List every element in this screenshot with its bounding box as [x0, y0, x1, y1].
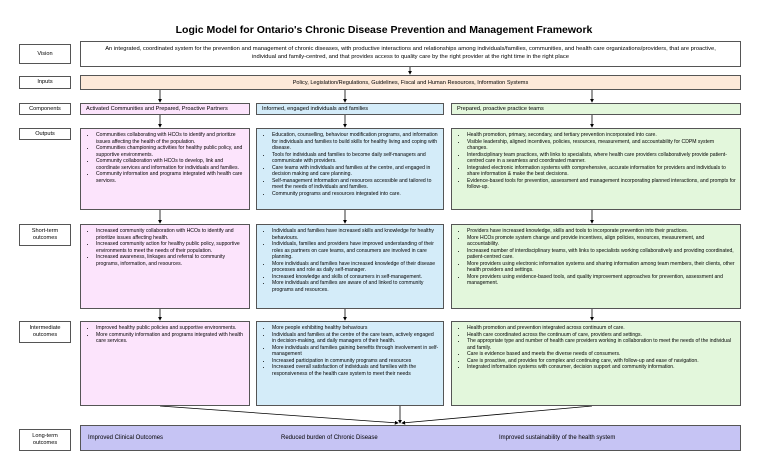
list-item: Education, counselling, behaviour modifi… — [272, 132, 439, 152]
list-item: Health care coordinated across the conti… — [467, 332, 736, 339]
outputs-communities: Communities collaborating with HCOs to i… — [80, 128, 250, 210]
row-label-short-term: Short-term outcomes — [19, 224, 71, 246]
long-term-reduced-burden: Reduced burden of Chronic Disease — [281, 435, 378, 441]
list-item: Evidence-based tools for prevention, ass… — [467, 178, 736, 191]
short-term-individuals: Individuals and families have increased … — [256, 224, 444, 309]
list-item: Integrated information systems with cons… — [467, 364, 736, 371]
intermediate-individuals: More people exhibiting healthy behaviour… — [256, 321, 444, 406]
diagram-title: Logic Model for Ontario's Chronic Diseas… — [175, 24, 593, 36]
component-individuals: Informed, engaged individuals and famili… — [256, 103, 444, 115]
long-term-sustainability: Improved sustainability of the health sy… — [499, 435, 616, 441]
list-item: Community collaboration with HCOs to dev… — [96, 158, 245, 171]
arrow-inter3-lt — [401, 405, 593, 425]
list-item: Health promotion, primary, secondary, an… — [467, 132, 736, 139]
list-item: Increased community action for healthy p… — [96, 241, 245, 254]
list-item: Increased overall satisfaction of indivi… — [272, 364, 439, 377]
list-item: Improved healthy public policies and sup… — [96, 325, 245, 332]
list-item: More providers using evidence-based tool… — [467, 274, 736, 287]
vision-box: An integrated, coordinated system for th… — [80, 41, 741, 67]
list-item: Increased knowledge and skills of consum… — [272, 274, 439, 281]
list-item: Individuals, families and providers have… — [272, 241, 439, 261]
list-item: Individuals and families at the centre o… — [272, 332, 439, 345]
list-item: Providers have increased knowledge, skil… — [467, 228, 736, 235]
list-item: Increased number of interdisciplinary te… — [467, 248, 736, 261]
row-label-inputs: Inputs — [19, 76, 71, 89]
list-item: Individuals and families have increased … — [272, 228, 439, 241]
intermediate-communities: Improved healthy public policies and sup… — [80, 321, 250, 406]
list-item: Visible leadership, aligned incentives, … — [467, 139, 736, 152]
list-item: More individuals and families gaining be… — [272, 345, 439, 358]
row-label-intermediate: Intermediate outcomes — [19, 321, 71, 343]
list-item: Interdisciplinary team practices, with l… — [467, 152, 736, 165]
list-item: Integrated electronic information system… — [467, 165, 736, 178]
long-term-clinical-outcomes: Improved Clinical Outcomes — [88, 435, 164, 441]
list-item: Care is evidence based and meets the div… — [467, 351, 736, 358]
list-item: Care teams with individuals and families… — [272, 165, 439, 178]
list-item: Community programs and resources integra… — [272, 191, 439, 198]
list-item: Increased awareness, linkages and referr… — [96, 254, 245, 267]
row-label-outputs: Outputs — [19, 128, 71, 140]
list-item: Communities collaborating with HCOs to i… — [96, 132, 245, 145]
list-item: More individuals and families are aware … — [272, 280, 439, 293]
list-item: The appropriate type and number of healt… — [467, 338, 736, 351]
long-term-outcomes-box: Improved Clinical Outcomes Reduced burde… — [80, 425, 741, 451]
list-item: More community information and programs … — [96, 332, 245, 345]
row-label-vision: Vision — [19, 44, 71, 64]
component-communities: Activated Communities and Prepared, Proa… — [80, 103, 250, 115]
list-item: Community information and programs integ… — [96, 171, 245, 184]
intermediate-practice-teams: Health promotion and prevention integrat… — [451, 321, 741, 406]
list-item: More individuals and families have incre… — [272, 261, 439, 274]
list-item: Increased participation in community pro… — [272, 358, 439, 365]
list-item: More providers using electronic informat… — [467, 261, 736, 274]
arrow-inter1-lt — [159, 405, 399, 425]
row-label-components: Components — [19, 103, 71, 115]
short-term-practice-teams: Providers have increased knowledge, skil… — [451, 224, 741, 309]
outputs-practice-teams: Health promotion, primary, secondary, an… — [451, 128, 741, 210]
outputs-individuals: Education, counselling, behaviour modifi… — [256, 128, 444, 210]
list-item: Increased community collaboration with H… — [96, 228, 245, 241]
component-practice-teams: Prepared, proactive practice teams — [451, 103, 741, 115]
short-term-communities: Increased community collaboration with H… — [80, 224, 250, 309]
inputs-box: Policy, Legislation/Regulations, Guideli… — [80, 75, 741, 90]
list-item: Communities championing activities for h… — [96, 145, 245, 158]
list-item: More people exhibiting healthy behaviour… — [272, 325, 439, 332]
list-item: Self-management information and resource… — [272, 178, 439, 191]
list-item: Care is proactive, and provides for comp… — [467, 358, 736, 365]
list-item: More HCOs promote system change and prov… — [467, 235, 736, 248]
list-item: Health promotion and prevention integrat… — [467, 325, 736, 332]
list-item: Tools for individuals and families to be… — [272, 152, 439, 165]
row-label-long-term: Long-term outcomes — [19, 429, 71, 451]
